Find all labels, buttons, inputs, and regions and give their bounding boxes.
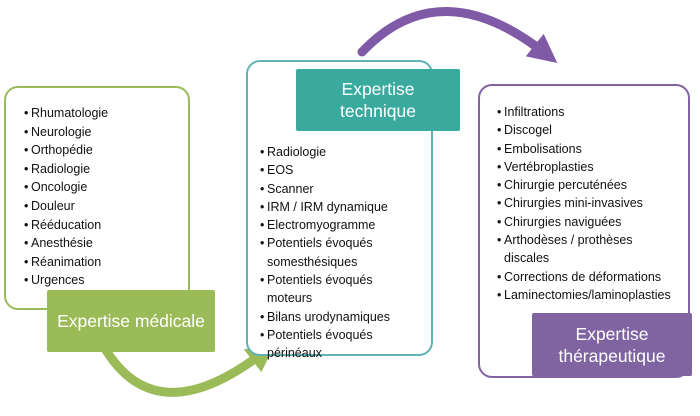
list-item: •Anesthésie [24,236,93,251]
technical-expertise-label: Expertise technique [296,69,460,131]
list-item: •Corrections de déformations [497,269,662,284]
technique-list: •Radiologie •EOS •Scanner •IRM / IRM dyn… [260,143,390,363]
list-item: •Vertébroplasties [497,159,594,174]
therapeutic-expertise-label: Expertise thérapeutique [532,313,692,376]
list-item: •Neurologie [24,124,92,139]
list-item: •Rhumatologie [24,106,109,120]
list-item: •Embolisations [497,141,582,156]
list-item: •Laminectomies/laminoplasties [497,287,671,302]
list-item: •Chirurgies mini-invasives [497,196,643,211]
therapeutique-list: •Infiltrations •Discogel •Embolisations … [497,103,671,304]
therapeutic-expertise-title-line2: thérapeutique [558,345,666,366]
curved-arrow-medical-to-technique [93,331,276,397]
medical-expertise-title: Expertise médicale [57,310,205,331]
list-item: •Electromyogramme [260,218,376,233]
list-item: •Chirurgies naviguées [497,214,622,229]
medical-expertise-label: Expertise médicale [47,290,215,352]
list-item: •Chirurgie percuténées [497,178,627,193]
list-item: •Radiologie [260,145,327,159]
list-item: •IRM / IRM dynamique [260,199,388,214]
list-item: •Oncologie [24,180,88,195]
technical-expertise-title-line1: Expertise [341,79,415,99]
list-item: •Bilans urodynamiques [260,309,390,324]
medical-list: •Rhumatologie •Neurologie •Orthopédie •R… [24,104,108,290]
list-item: •Urgences [24,273,85,288]
list-item: •Infiltrations [497,105,565,119]
list-item: •Douleur [24,198,75,213]
list-item: •EOS [260,163,294,178]
list-item: •Radiologie [24,161,91,176]
list-item: •Scanner [260,181,314,196]
therapeutic-expertise-title-line1: Expertise [575,323,649,344]
curved-arrow-technique-to-therapeutique [357,7,558,63]
list-item: •Réanimation [24,254,102,269]
technical-expertise-title-line2: technique [340,101,416,121]
list-item: •Discogel [497,123,552,138]
list-item: •Orthopédie [24,143,93,158]
list-item: •Rééducation [24,217,102,232]
medical-expertise-panel: •Rhumatologie •Neurologie •Orthopédie •R… [4,86,190,310]
